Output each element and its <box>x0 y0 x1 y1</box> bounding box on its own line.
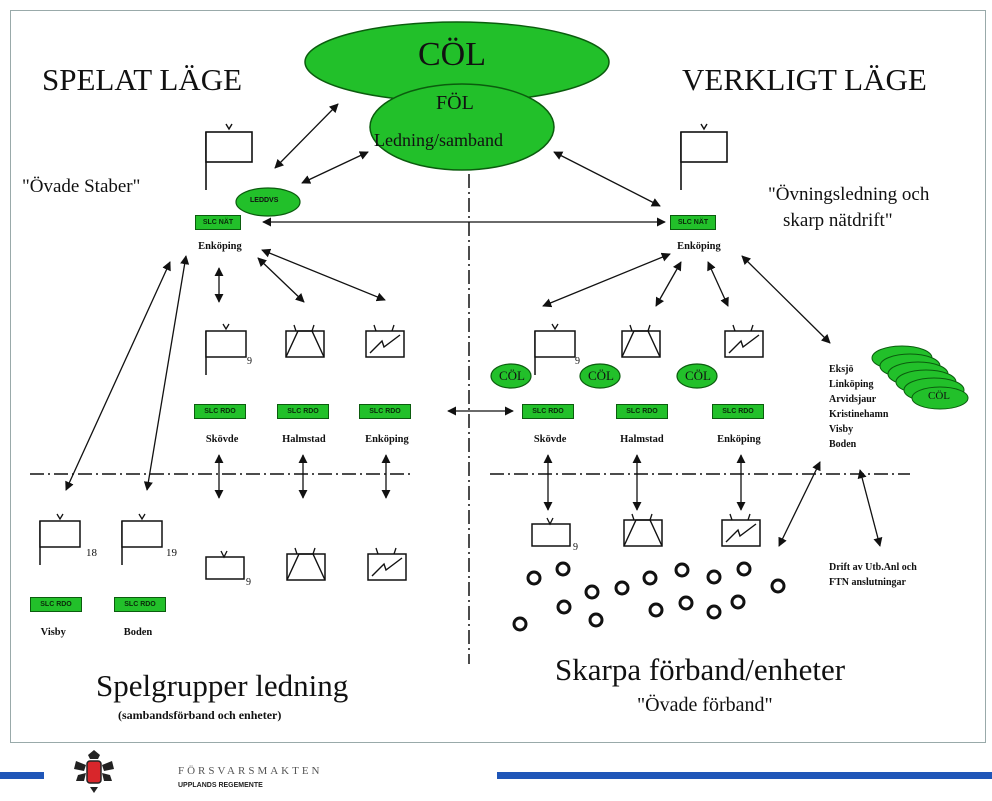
fol-label: FÖL <box>436 92 474 114</box>
arrow-hq-halmstad-right <box>655 261 682 307</box>
unit-flag-18 <box>39 513 81 566</box>
unit-zig-enkoping-left <box>365 324 405 358</box>
col-badge-label-3: CÖL <box>685 368 711 383</box>
slc-rdo-box-halmstad-left: SLC RDO <box>277 404 329 419</box>
place-halmstad-left: Halmstad <box>282 433 326 445</box>
col-stack-label: CÖL <box>928 390 950 402</box>
unit-zig-enkoping-right <box>724 324 764 358</box>
slc-nat-box-left: SLC NÄT <box>195 215 241 230</box>
fol-sublabel: Ledning/samband <box>374 130 503 150</box>
footer-bar-left <box>0 772 44 779</box>
col-badge-1 <box>490 363 532 389</box>
drift-note-line: FTN anslutningar <box>829 577 906 588</box>
footer-unit: UPPLANDS REGEMENTE <box>178 782 263 789</box>
slc-rdo-box-skovde-left: SLC RDO <box>194 404 246 419</box>
unit-box-lower-right <box>531 517 571 547</box>
col-badge-3 <box>676 363 718 389</box>
unit-wedge-lower-left <box>286 547 326 581</box>
arrow-sites-unit <box>778 461 821 547</box>
slc-rdo-box-skovde-right: SLC RDO <box>522 404 574 419</box>
site-item: Visby <box>829 424 854 435</box>
unit-zig-lower-right <box>721 513 761 547</box>
drift-note-line: Drift av Utb.Anl och <box>829 562 917 573</box>
unit-wedge-halmstad-left <box>285 324 325 358</box>
place-skovde-left: Skövde <box>205 433 239 445</box>
site-item: Eksjö <box>829 364 854 375</box>
unit-flag-skovde-right <box>534 323 576 376</box>
arrow-hq-enkoping-right <box>707 261 729 307</box>
hq-flag-left <box>205 123 253 191</box>
slc-rdo-box-enkoping-right: SLC RDO <box>712 404 764 419</box>
slc-rdo-box-halmstad-right: SLC RDO <box>616 404 668 419</box>
col-badge-label-2: CÖL <box>588 368 614 383</box>
slc-rdo-box-boden: SLC RDO <box>114 597 166 612</box>
site-item: Linköping <box>829 379 874 390</box>
field-unit-circles <box>512 561 786 632</box>
site-item: Boden <box>829 439 857 450</box>
arrow-hq-visby <box>65 261 171 491</box>
col-label: CÖL <box>418 36 486 73</box>
place-visby: Visby <box>40 626 66 638</box>
unit-number-19: 19 <box>166 547 177 559</box>
site-ellipse-stack <box>871 345 969 410</box>
arrow-hq-enkoping-left <box>261 248 386 302</box>
left-quote: "Övade Staber" <box>22 176 141 197</box>
right-quote-line2: skarp nätdrift" <box>783 210 893 231</box>
unit-box-lower-left <box>205 550 245 580</box>
place-enkoping-right: Enköping <box>717 433 761 445</box>
place-enkoping-right-top: Enköping <box>677 240 721 252</box>
unit-wedge-lower-right <box>623 513 663 547</box>
site-item: Kristinehamn <box>829 409 889 420</box>
slc-nat-box-right: SLC NÄT <box>670 215 716 230</box>
site-list: Eksjö Linköping Arvidsjaur Kristinehamn … <box>829 362 888 452</box>
bottom-right-subtitle: "Övade förband" <box>637 694 773 716</box>
arrow-hq-left-col <box>274 103 339 169</box>
unit-flag-skovde-left <box>205 323 247 376</box>
bottom-left-subtitle: (sambandsförband och enheter) <box>118 708 282 722</box>
unit-number-9-lower-right: 9 <box>573 542 578 553</box>
place-halmstad-right: Halmstad <box>620 433 664 445</box>
right-heading: VERKLIGT LÄGE <box>682 62 927 97</box>
arrow-sites-drift <box>857 469 883 547</box>
arrow-hq-skovde-right <box>542 252 671 308</box>
bottom-right-title: Skarpa förband/enheter <box>555 652 846 687</box>
place-enkoping-left: Enköping <box>365 433 409 445</box>
arrow-hq-sites <box>741 255 831 344</box>
fol-ellipse <box>369 83 555 171</box>
footer-org: FÖRSVARSMAKTEN <box>178 765 323 777</box>
leddvs-label: LEDDVS <box>250 197 279 204</box>
unit-flag-19 <box>121 513 163 566</box>
col-badge-2 <box>579 363 621 389</box>
hq-flag-right <box>680 123 728 191</box>
footer-bar-right <box>497 772 992 779</box>
left-heading: SPELAT LÄGE <box>42 62 243 97</box>
slc-rdo-box-visby: SLC RDO <box>30 597 82 612</box>
right-quote-line1: "Övningsledning och <box>768 184 930 205</box>
arrow-fol-hq-right <box>553 151 661 207</box>
bottom-left-title: Spelgrupper ledning <box>96 668 349 703</box>
crest-icon <box>74 750 114 793</box>
unit-number-9-left: 9 <box>247 356 252 367</box>
slide-frame <box>10 10 986 743</box>
place-enkoping-left-top: Enköping <box>198 240 242 252</box>
unit-wedge-halmstad-right <box>621 324 661 358</box>
unit-number-9-lower-left: 9 <box>246 577 251 588</box>
slc-rdo-box-enkoping-left: SLC RDO <box>359 404 411 419</box>
place-skovde-right: Skövde <box>533 433 567 445</box>
arrow-leddvs-fol <box>301 151 369 184</box>
leddvs-ellipse <box>235 187 301 217</box>
drift-note: Drift av Utb.Anl och FTN anslutningar <box>829 560 917 590</box>
unit-number-18: 18 <box>86 547 97 559</box>
unit-number-9-right: 9 <box>575 356 580 367</box>
place-boden: Boden <box>123 626 153 638</box>
footer: FÖRSVARSMAKTEN UPPLANDS REGEMENTE <box>0 745 992 801</box>
unit-zig-lower-left <box>367 547 407 581</box>
site-item: Arvidsjaur <box>829 394 877 405</box>
arrow-hq-boden <box>143 255 190 491</box>
col-badge-label-1: CÖL <box>499 368 525 383</box>
